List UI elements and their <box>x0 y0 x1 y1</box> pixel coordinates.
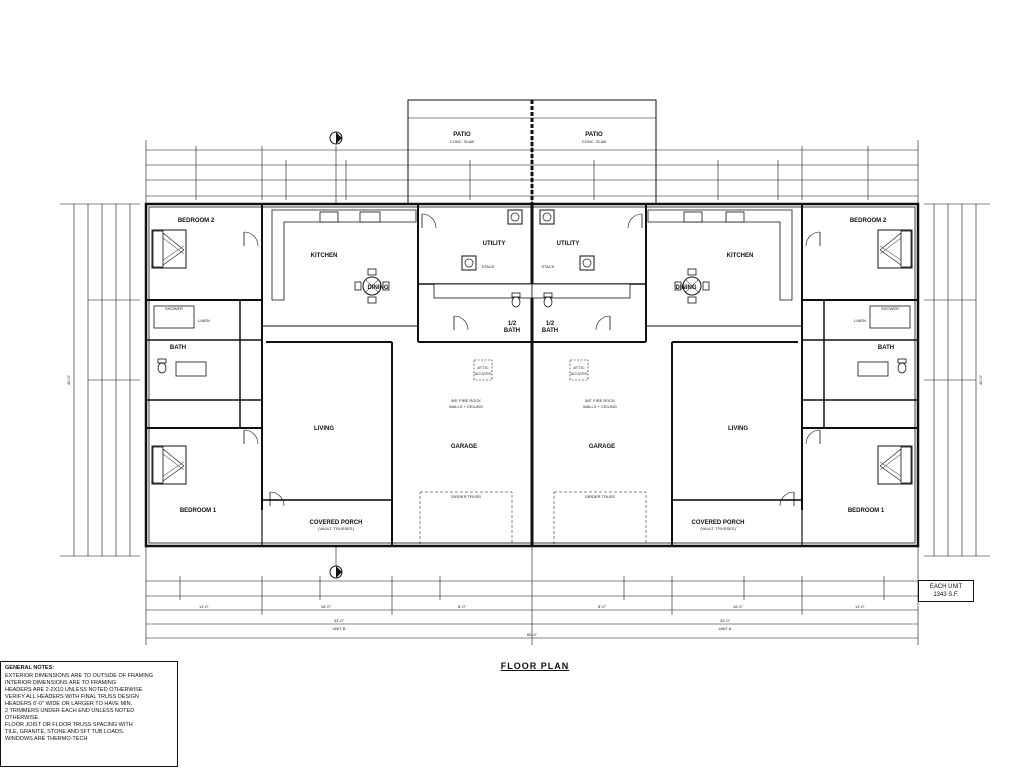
firerock2-right: WALLS + CEILING <box>583 404 617 409</box>
dim-d2-left: 16'-0" <box>321 604 332 609</box>
note-line: FLOOR JOIST OR FLOOR TRUSS SPACING WITH <box>5 722 133 728</box>
firerock-left: 5/8" FIRE ROCK <box>451 398 481 403</box>
covered-porch-left: COVERED PORCH <box>309 520 362 526</box>
note-line: WINDOWS ARE THERMO-TECH <box>5 736 88 742</box>
dim-depth-right: 40'-0" <box>978 374 983 385</box>
half-label-right: 1/2 <box>546 321 555 327</box>
kitchen-label-right: KITCHEN <box>727 253 754 259</box>
bedroom1-label-left: BEDROOM 1 <box>180 508 217 514</box>
half-bath-label-left: BATH <box>504 328 520 334</box>
fixtures <box>151 209 913 507</box>
living-label-left: LIVING <box>314 426 334 432</box>
building-walls <box>144 202 920 548</box>
patio-label-left: PATIO <box>453 132 471 138</box>
each-unit-label: EACH UNIT <box>929 584 963 590</box>
dining-label-left: DINING <box>368 285 389 291</box>
dim-half-left: 33'-0" <box>334 618 345 623</box>
notes-heading: GENERAL NOTES: <box>5 665 55 671</box>
section-marker-top <box>329 131 343 204</box>
shower-label-right: SHOWER <box>881 306 899 311</box>
firerock-right: 5/8" FIRE ROCK <box>585 398 615 403</box>
kitchen-counters <box>271 209 793 301</box>
attic-access <box>473 359 589 381</box>
access-label-left: ACCESS <box>475 371 492 376</box>
girder-right: GIRDER TRUSS <box>585 494 615 499</box>
dim-unit-a: UNIT A <box>719 626 732 631</box>
bedroom1-label-right: BEDROOM 1 <box>848 508 885 514</box>
note-line: HEADERS 6'-0" WIDE OR LARGER TO HAVE MIN… <box>5 701 133 707</box>
firerock2-left: WALLS + CEILING <box>449 404 483 409</box>
stack-unit-right: STACK <box>541 264 554 269</box>
dim-d3-right: 8'-0" <box>598 604 607 609</box>
patio-label-right: PATIO <box>585 132 603 138</box>
girder-left: GIRDER TRUSS <box>451 494 481 499</box>
floor-plan-title: FLOOR PLAN <box>500 661 570 671</box>
note-line: 2 TRIMMERS UNDER EACH END UNLESS NOTED <box>5 708 135 714</box>
section-marker-bottom <box>329 546 343 579</box>
half-label-left: 1/2 <box>508 321 517 327</box>
note-line: OTHERWISE. <box>5 715 40 721</box>
dining-label-right: DINING <box>676 285 697 291</box>
dim-d2-right: 16'-0" <box>733 604 744 609</box>
note-line: VERIFY ALL HEADERS WITH FINAL TRUSS DESI… <box>5 694 139 700</box>
porch-sub-right: (VAULT. TRUSSES) <box>700 526 736 531</box>
bedroom2-label-left: BEDROOM 2 <box>178 218 215 224</box>
patio-sub-right: CONC. SLAB <box>582 139 607 144</box>
attic-label-left: ATTIC <box>477 365 488 370</box>
dim-d1-left: 11'-0" <box>199 604 209 609</box>
patio-sub-left: CONC. SLAB <box>450 139 475 144</box>
note-line: TILE, GRANITE, STONE AND 5FT TUB LOADS. <box>5 729 125 735</box>
dim-d1-right: 11'-0" <box>855 604 865 609</box>
dim-half-right: 33'-0" <box>720 618 731 623</box>
dimension-lines <box>60 140 990 645</box>
linen-label-right: LINEN <box>854 318 866 323</box>
utility-label-right: UTILITY <box>557 241 580 247</box>
note-line: HEADERS ARE 2-2X10 UNLESS NOTED OTHERWIS… <box>5 687 143 693</box>
bath-label-right: BATH <box>878 345 894 351</box>
dim-unit-b: UNIT B <box>332 626 345 631</box>
note-line: INTERIOR DIMENSIONS ARE TO FRAMING <box>5 680 117 686</box>
linen-label-left: LINEN <box>198 318 210 323</box>
covered-porch-right: COVERED PORCH <box>691 520 744 526</box>
utility-label-left: UTILITY <box>483 241 506 247</box>
half-bath-label-right: BATH <box>542 328 558 334</box>
living-label-right: LIVING <box>728 426 748 432</box>
bath-label-left: BATH <box>170 345 186 351</box>
each-unit-area-box: EACH UNIT 1343 S.F. <box>918 580 974 602</box>
dim-depth-left: 40'-0" <box>66 374 71 385</box>
stack-unit-left: STACK <box>481 264 494 269</box>
garage-label-right: GARAGE <box>589 444 615 450</box>
note-line: EXTERIOR DIMENSIONS ARE TO OUTSIDE OF FR… <box>5 673 154 679</box>
access-label-right: ACCESS <box>571 371 588 376</box>
dim-overall: 66'-0" <box>527 632 538 637</box>
porch-sub-left: (VAULT. TRUSSES) <box>318 526 354 531</box>
kitchen-label-left: KITCHEN <box>311 253 338 259</box>
garage-label-left: GARAGE <box>451 444 477 450</box>
each-unit-sqft: 1343 S.F. <box>933 592 959 598</box>
general-notes-box: GENERAL NOTES: EXTERIOR DIMENSIONS ARE T… <box>0 661 178 767</box>
attic-label-right: ATTIC <box>573 365 584 370</box>
bedroom2-label-right: BEDROOM 2 <box>850 218 887 224</box>
dim-d3-left: 8'-0" <box>458 604 467 609</box>
shower-label-left: SHOWER <box>165 306 183 311</box>
